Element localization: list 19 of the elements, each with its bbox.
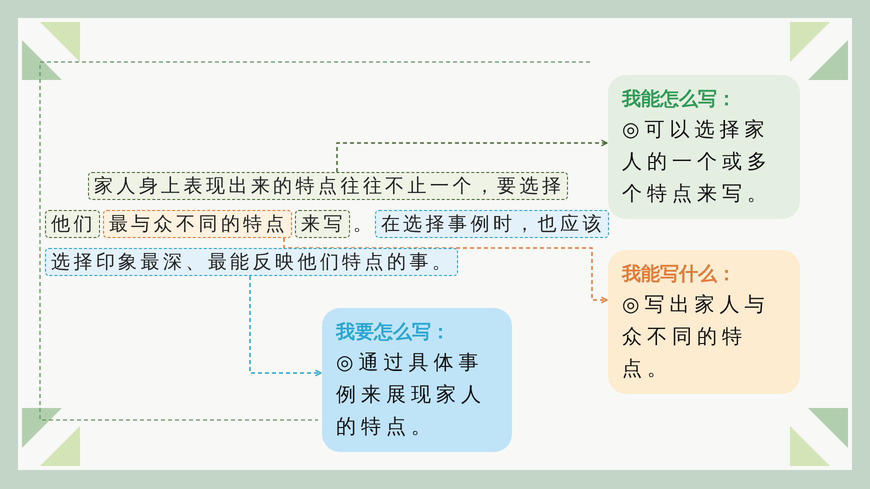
highlighted-phrase: 最与众不同的特点 (102, 210, 292, 238)
note-card (608, 250, 800, 394)
card-heading: 我能怎么写： (622, 87, 737, 112)
card-heading: 我要怎么写： (336, 320, 451, 345)
punctuation-mark: 。 (352, 212, 372, 236)
card-body-text: ◎通过具体事例来展现家人的特点。 (336, 349, 487, 440)
highlighted-phrase: 来写 (295, 210, 350, 238)
highlighted-phrase: 选择印象最深、最能反映他们特点的事。 (45, 248, 458, 276)
arrow (336, 140, 608, 172)
note-card (322, 308, 512, 452)
note-card (608, 75, 800, 219)
arrow (249, 276, 322, 376)
highlighted-phrase: 他们 (45, 210, 100, 238)
highlighted-phrase: 在选择事例时，也应该 (374, 210, 609, 238)
card-body-text: ◎写出家人与众不同的特点。 (622, 291, 770, 382)
card-heading: 我能写什么： (622, 262, 737, 287)
arrow (283, 238, 608, 304)
card-body-text: ◎可以选择家人的一个或多个特点来写。 (622, 116, 773, 207)
highlighted-phrase: 家人身上表现出来的特点往往不止一个，要选择 (88, 172, 568, 200)
